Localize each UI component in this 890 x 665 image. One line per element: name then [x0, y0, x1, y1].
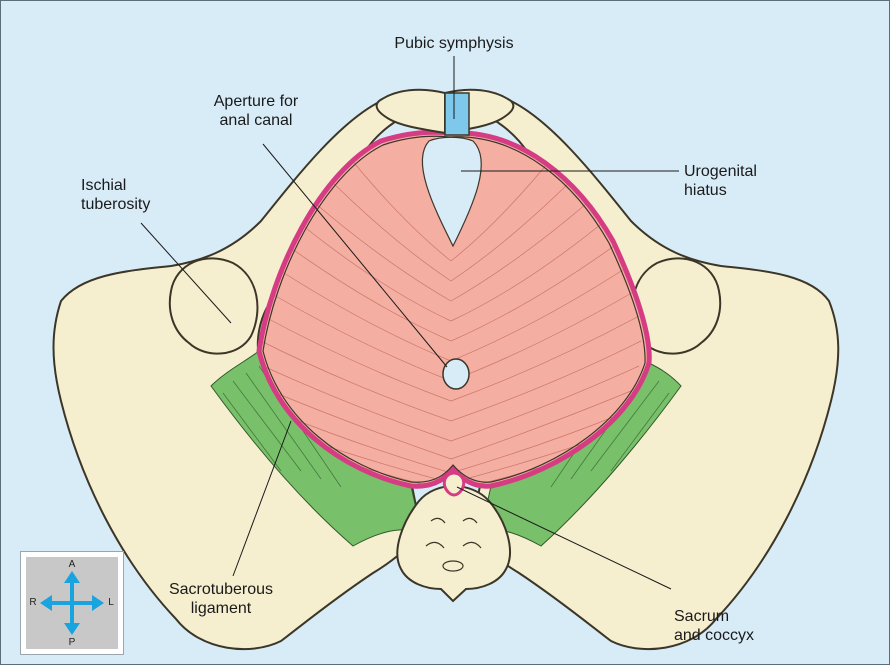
- anal-canal-aperture: [443, 359, 469, 389]
- label-sacrum-line2: and coccyx: [674, 626, 754, 645]
- label-pubic-symphysis-text: Pubic symphysis: [379, 34, 529, 53]
- compass-posterior: P: [66, 637, 78, 649]
- label-aperture: Aperture for anal canal: [181, 92, 331, 130]
- label-sacrum: Sacrum and coccyx: [674, 607, 754, 645]
- compass-anterior: A: [66, 559, 78, 571]
- pubic-symphysis-disc: [445, 93, 469, 135]
- compass-panel: A P R L: [26, 557, 118, 649]
- label-urogenital-line1: Urogenital: [684, 162, 757, 181]
- compass-left: L: [105, 597, 117, 609]
- label-aperture-line1: Aperture for: [181, 92, 331, 111]
- label-sacrum-line1: Sacrum: [674, 607, 754, 626]
- coccyx-tip: [444, 473, 463, 495]
- label-ischial-line2: tuberosity: [81, 195, 150, 214]
- label-ischial: Ischial tuberosity: [81, 176, 150, 214]
- label-sacrotuberous-line2: ligament: [151, 599, 291, 618]
- compass-right: R: [27, 597, 39, 609]
- label-urogenital: Urogenital hiatus: [684, 162, 757, 200]
- label-sacrotuberous-line1: Sacrotuberous: [151, 580, 291, 599]
- label-sacrotuberous: Sacrotuberous ligament: [151, 580, 291, 618]
- label-ischial-line1: Ischial: [81, 176, 150, 195]
- label-pubic-symphysis: Pubic symphysis: [379, 34, 529, 53]
- label-aperture-line2: anal canal: [181, 111, 331, 130]
- orientation-compass: A P R L: [20, 551, 124, 655]
- label-urogenital-line2: hiatus: [684, 181, 757, 200]
